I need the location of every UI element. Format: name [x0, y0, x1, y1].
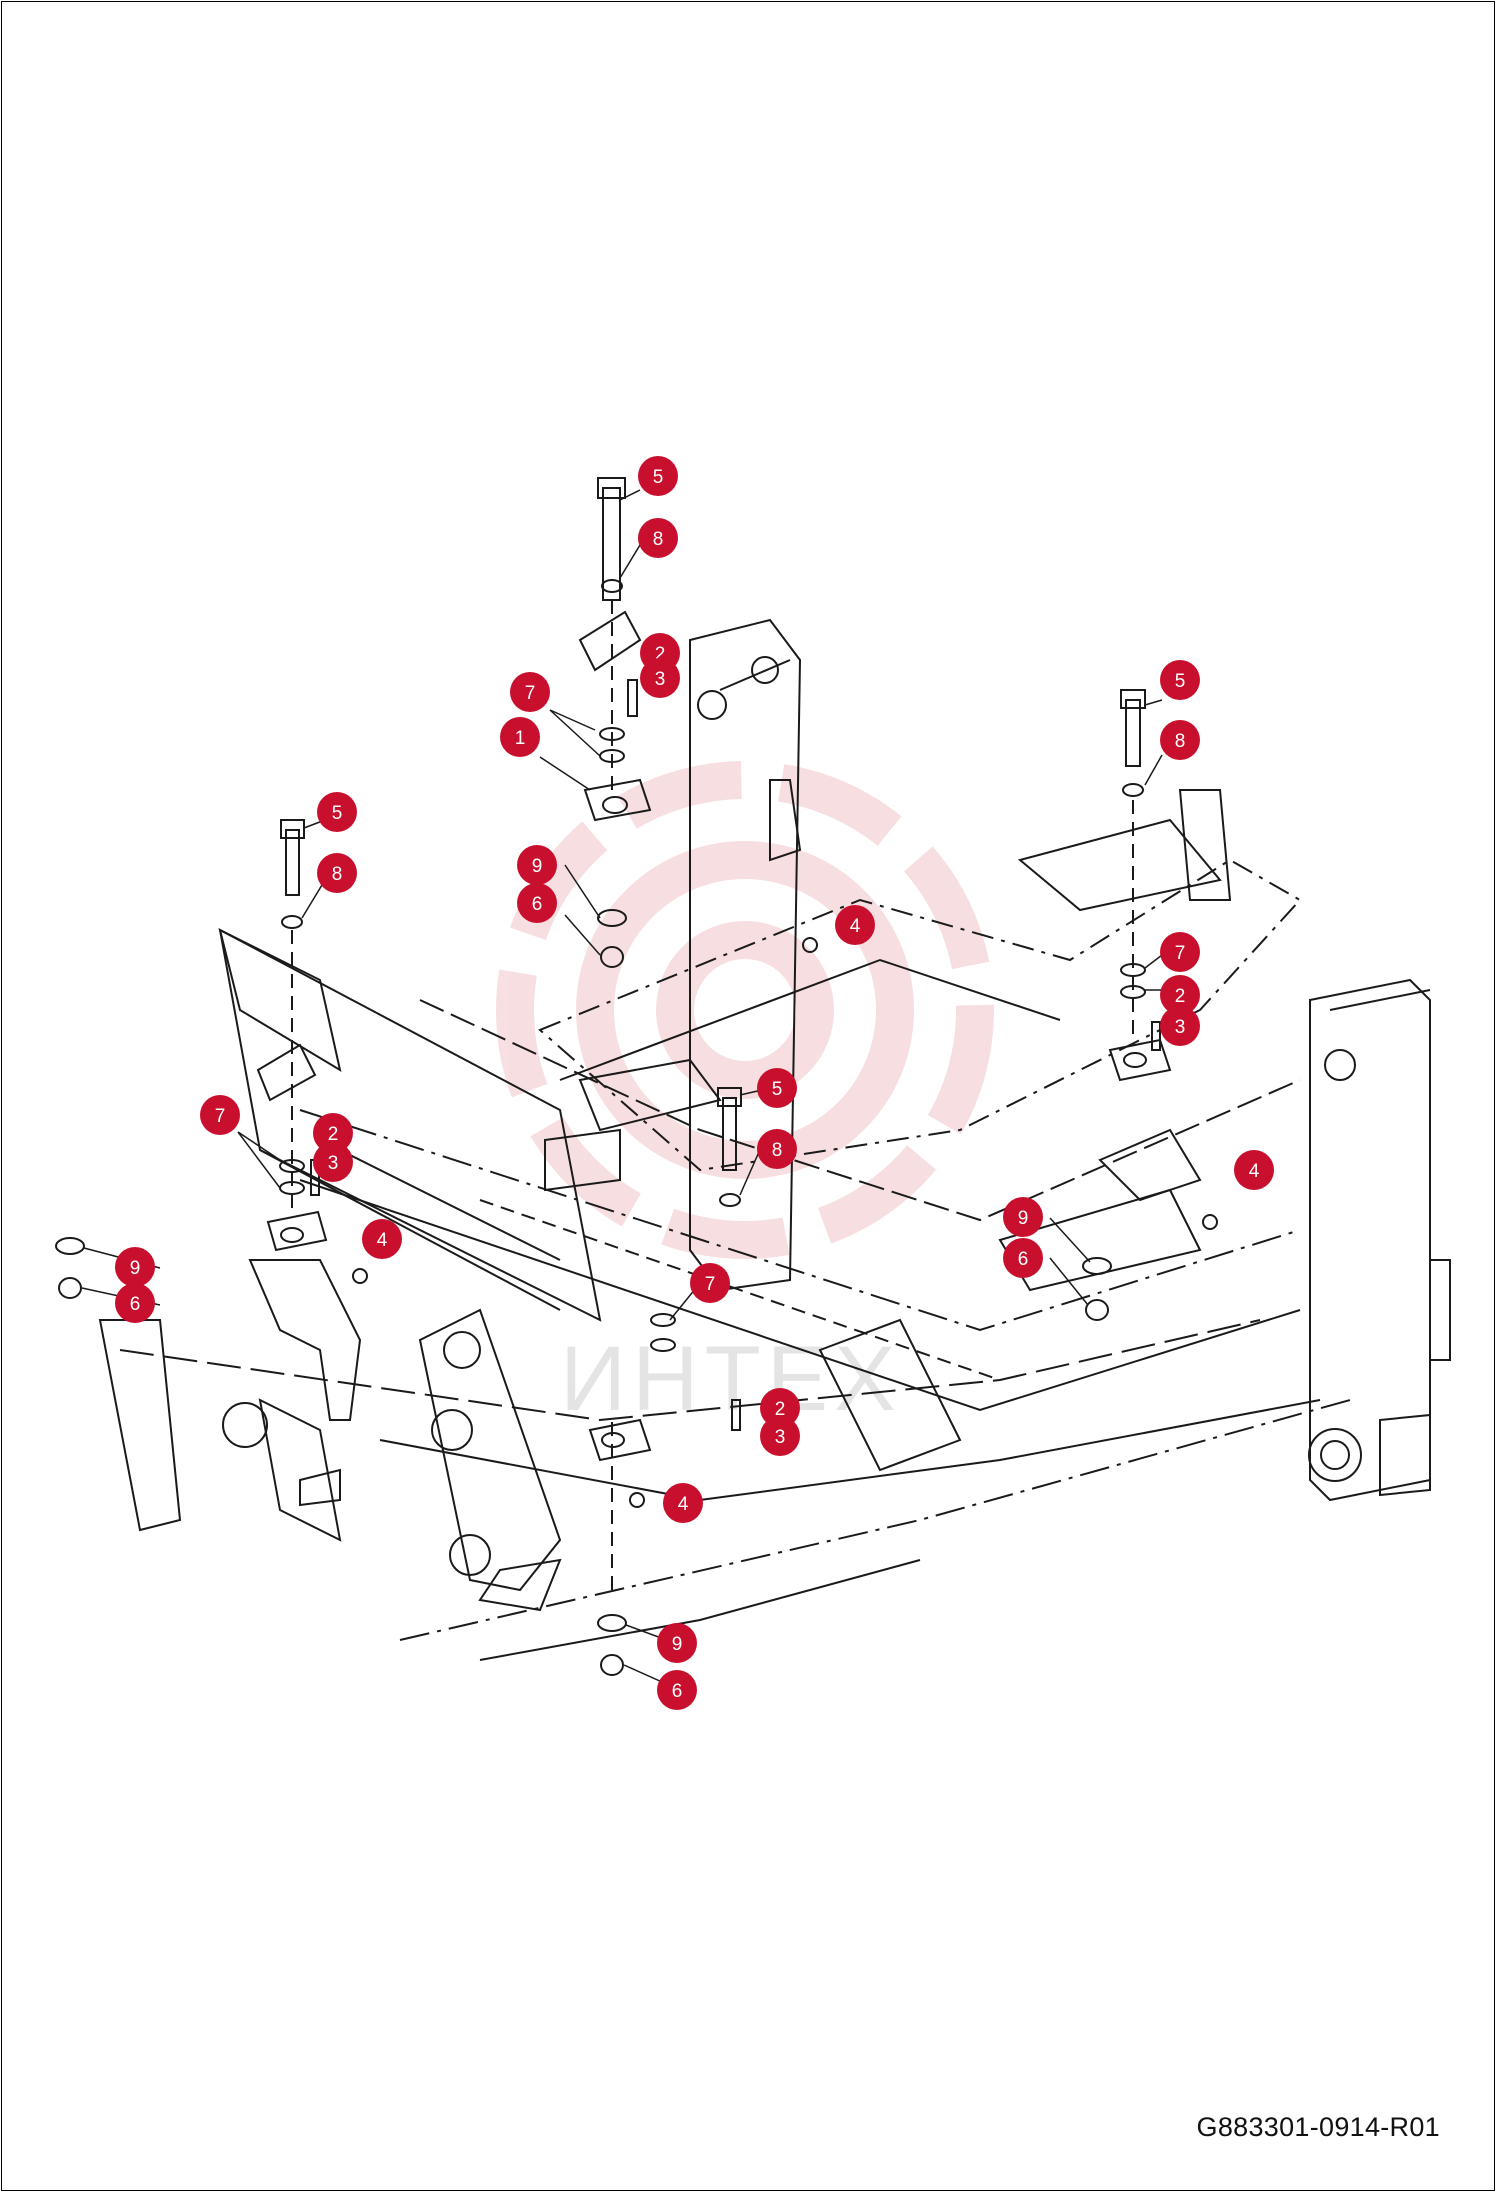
callout-7: 7 — [690, 1263, 730, 1303]
callout-3-label: 3 — [655, 669, 666, 690]
callout-8-label: 8 — [772, 1140, 783, 1161]
callout-5: 5 — [1160, 660, 1200, 700]
callout-4: 4 — [835, 905, 875, 945]
watermark: ИНТЕХ — [496, 761, 994, 1430]
callout-7-label: 7 — [1175, 943, 1186, 964]
callout-8: 8 — [757, 1129, 797, 1169]
callout-7-label: 7 — [215, 1106, 226, 1127]
callout-5-label: 5 — [1175, 671, 1186, 692]
callout-2: 2 — [760, 1388, 800, 1428]
top-right-hardware — [1108, 689, 1172, 1082]
callout-6-label: 6 — [672, 1681, 683, 1702]
callout-9-label: 9 — [672, 1634, 683, 1655]
callout-8-label: 8 — [332, 864, 343, 885]
left-post — [689, 618, 802, 1292]
center-hardware — [588, 909, 742, 1462]
callout-9: 9 — [1003, 1197, 1043, 1237]
callout-4: 4 — [1234, 1150, 1274, 1190]
callout-6-label: 6 — [532, 894, 543, 915]
callout-2-label: 2 — [655, 644, 666, 665]
callout-3: 3 — [1160, 1006, 1200, 1046]
callout-4-label: 4 — [678, 1494, 689, 1515]
callout-7: 7 — [510, 672, 550, 712]
callout-6-label: 6 — [1018, 1249, 1029, 1270]
callout-5-label: 5 — [772, 1079, 783, 1100]
callout-3-label: 3 — [775, 1427, 786, 1448]
callout-2: 2 — [313, 1113, 353, 1153]
callout-1-label: 1 — [515, 728, 526, 749]
callout-2-label: 2 — [1175, 986, 1186, 1007]
callout-7-label: 7 — [705, 1274, 716, 1295]
callout-7-label: 7 — [525, 683, 536, 704]
callout-4: 4 — [362, 1219, 402, 1259]
callout-3-label: 3 — [328, 1153, 339, 1174]
callout-2-label: 2 — [328, 1124, 339, 1145]
callout-2-label: 2 — [775, 1399, 786, 1420]
callout-5: 5 — [317, 792, 357, 832]
callout-4-label: 4 — [377, 1230, 388, 1251]
callout-9: 9 — [657, 1623, 697, 1663]
callout-3: 3 — [760, 1416, 800, 1456]
callout-9: 9 — [517, 845, 557, 885]
callout-4-label: 4 — [850, 916, 861, 937]
callout-5: 5 — [638, 456, 678, 496]
callout-5-label: 5 — [653, 467, 664, 488]
callout-7: 7 — [200, 1095, 240, 1135]
callout-1: 1 — [500, 717, 540, 757]
callout-3: 3 — [640, 658, 680, 698]
callout-7: 7 — [1160, 932, 1200, 972]
callout-6: 6 — [657, 1670, 697, 1710]
document-number: G883301-0914-R01 — [1196, 2112, 1440, 2142]
callout-5: 5 — [757, 1068, 797, 1108]
callout-8-label: 8 — [1175, 731, 1186, 752]
callout-5-label: 5 — [332, 803, 343, 824]
callout-8-label: 8 — [653, 529, 664, 550]
callout-9-label: 9 — [130, 1258, 141, 1279]
callout-9: 9 — [115, 1247, 155, 1287]
callout-6: 6 — [115, 1283, 155, 1323]
callout-6: 6 — [1003, 1238, 1043, 1278]
watermark-logo — [496, 761, 994, 1259]
callout-4: 4 — [663, 1483, 703, 1523]
callout-set: 5 8 2 3 7 1 5 8 5 8 9 6 4 7 2 3 5 8 7 2 … — [115, 456, 1274, 1710]
watermark-text: ИНТЕХ — [560, 1328, 902, 1430]
callout-8: 8 — [317, 853, 357, 893]
callout-2: 2 — [1160, 975, 1200, 1015]
callout-6-label: 6 — [130, 1294, 141, 1315]
callout-9-label: 9 — [532, 856, 543, 877]
callout-3: 3 — [313, 1142, 353, 1182]
callout-9-label: 9 — [1018, 1208, 1029, 1229]
callout-8: 8 — [638, 518, 678, 558]
top-center-hardware — [578, 477, 652, 822]
callout-3-label: 3 — [1175, 1017, 1186, 1038]
right-post — [1308, 978, 1451, 1502]
callout-8: 8 — [1160, 720, 1200, 760]
lower-hardware — [55, 937, 1218, 1676]
callout-4-label: 4 — [1249, 1161, 1260, 1182]
callout-6: 6 — [517, 883, 557, 923]
